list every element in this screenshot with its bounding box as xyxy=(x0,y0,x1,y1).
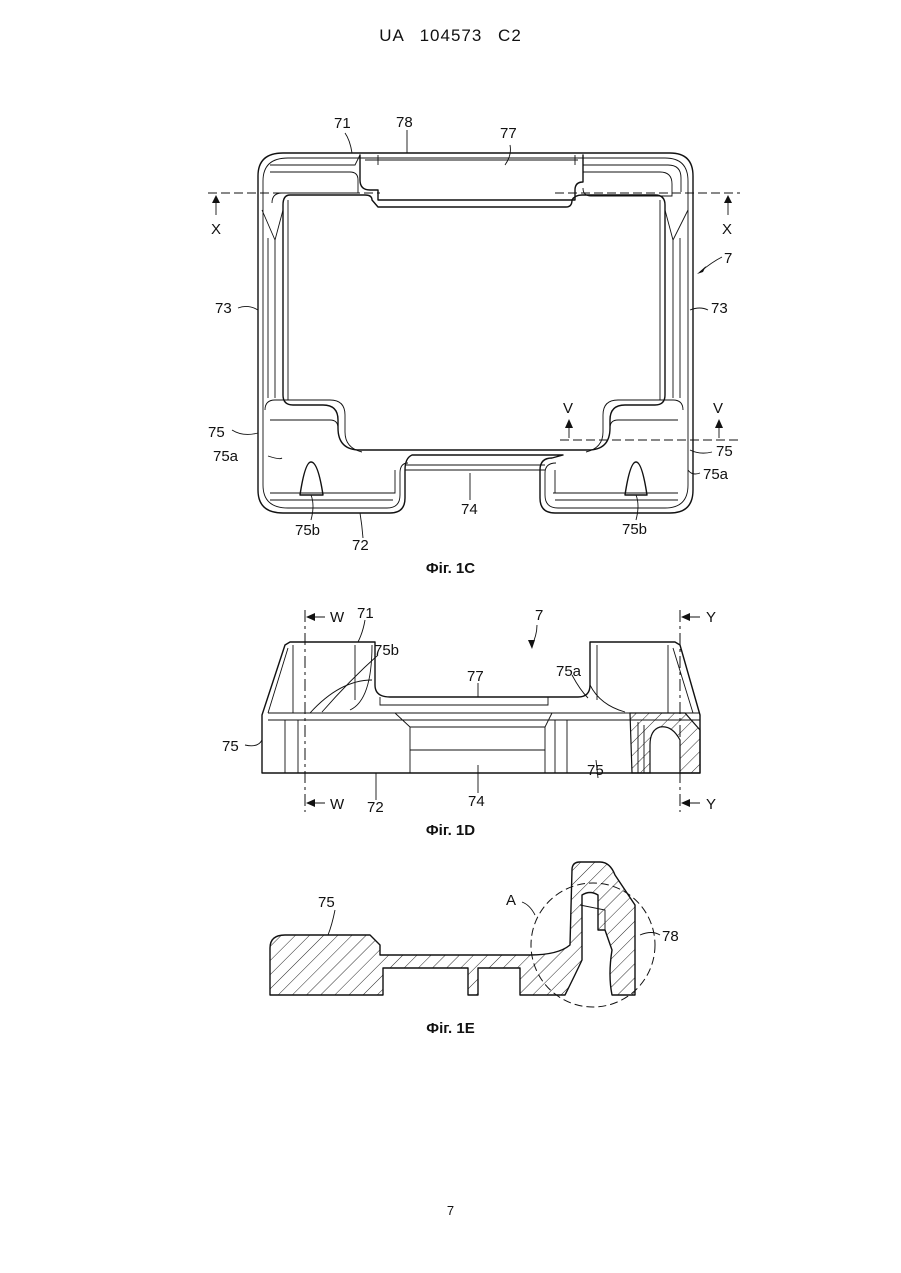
label-71: 71 xyxy=(334,115,351,132)
label-75-right: 75 xyxy=(716,443,733,460)
boss-75b-left xyxy=(300,462,323,495)
label-75-left: 75 xyxy=(222,738,239,755)
label-75b-left: 75b xyxy=(295,522,320,539)
side-rails-73 xyxy=(268,238,680,398)
section-1e-hatched-profile xyxy=(270,862,635,995)
label-73-right: 73 xyxy=(711,300,728,317)
label-78: 78 xyxy=(396,114,413,131)
rail-chamfers xyxy=(262,210,688,240)
label-v-left: V xyxy=(563,400,573,417)
corner-block-edges xyxy=(270,470,678,500)
label-7: 7 xyxy=(535,607,543,624)
label-a: A xyxy=(506,892,516,909)
tab-77-edge xyxy=(365,155,578,165)
label-x-right: X xyxy=(722,221,732,238)
label-75b-right: 75b xyxy=(622,521,647,538)
label-y-top: Y xyxy=(706,609,716,626)
label-75: 75 xyxy=(318,894,335,911)
label-73-left: 73 xyxy=(215,300,232,317)
label-y-bottom: Y xyxy=(706,796,716,813)
boss-75b-right xyxy=(625,462,647,495)
label-75a-left: 75a xyxy=(213,448,239,465)
label-75-right: 75 xyxy=(587,762,604,779)
corner-block-75-left xyxy=(265,400,362,452)
figure-1c-drawing: 71 78 77 X X 7 73 73 V V 75 75 75a 75a 7… xyxy=(0,100,901,560)
bottom-rail-74 xyxy=(405,465,545,470)
label-78: 78 xyxy=(662,928,679,945)
caption-fig-1c: Фіг. 1C xyxy=(0,560,901,577)
patent-header: UA 104573 C2 xyxy=(0,26,901,46)
tab-77-side xyxy=(380,697,548,705)
side-right-wall xyxy=(590,645,693,713)
label-75a: 75a xyxy=(556,663,582,680)
label-75b: 75b xyxy=(374,642,399,659)
label-x-left: X xyxy=(211,221,221,238)
label-w-top: W xyxy=(330,609,345,626)
label-w-bottom: W xyxy=(330,796,345,813)
label-71: 71 xyxy=(357,605,374,622)
section-cut-hatch xyxy=(630,713,700,773)
figure-1d-drawing: W 71 7 Y 75b 77 75a 75 75 W 72 74 Y xyxy=(0,600,901,820)
label-77: 77 xyxy=(467,668,484,685)
side-verticals xyxy=(285,720,567,773)
label-72: 72 xyxy=(367,799,384,816)
corner-block-75-right xyxy=(586,400,683,452)
inner-wall-edges xyxy=(288,200,660,400)
label-77: 77 xyxy=(500,125,517,142)
tab-77-outline xyxy=(360,155,583,200)
label-74: 74 xyxy=(461,501,478,518)
label-v-right: V xyxy=(713,400,723,417)
rim-top-right xyxy=(583,165,681,196)
side-left-wall xyxy=(268,645,372,713)
caption-fig-1d: Фіг. 1D xyxy=(0,822,901,839)
label-74: 74 xyxy=(468,793,485,810)
caption-fig-1e: Фіг. 1E xyxy=(0,1020,901,1037)
label-75a-right: 75a xyxy=(703,466,729,483)
figure-1e-drawing: 75 A 78 xyxy=(0,855,901,1030)
rim-top-left xyxy=(270,155,360,203)
label-72: 72 xyxy=(352,537,369,554)
tray-inner-opening xyxy=(283,195,665,450)
label-7: 7 xyxy=(724,250,732,267)
label-75-left: 75 xyxy=(208,424,225,441)
page-number: 7 xyxy=(0,1203,901,1218)
